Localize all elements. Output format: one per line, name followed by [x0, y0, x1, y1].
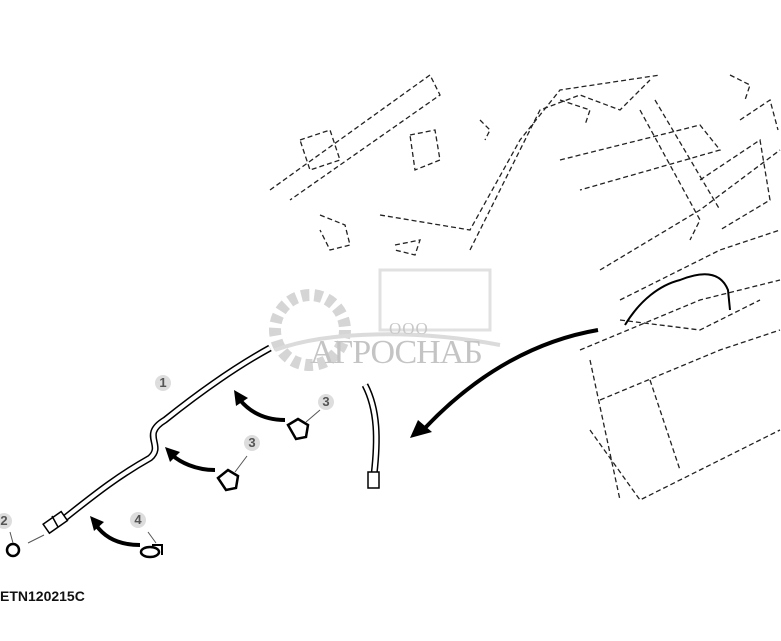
callout-1: 1	[155, 375, 171, 391]
location-arrow-head	[410, 420, 432, 438]
hose-end	[361, 383, 380, 489]
machine-frame	[269, 74, 781, 501]
watermark-logo	[269, 268, 501, 371]
callout-2: 2	[0, 513, 12, 529]
hose-fitting	[42, 510, 69, 535]
routed-hose	[624, 273, 731, 326]
hose-1	[57, 344, 272, 525]
figure-id: ETN120215C	[0, 588, 85, 604]
watermark-name: АГРОСНАБ	[310, 334, 483, 371]
location-arrow	[423, 328, 599, 430]
clip-4	[139, 531, 163, 559]
watermark-prefix: ООО	[389, 319, 429, 338]
clamp-3-lower	[216, 455, 248, 492]
callout-4: 4	[130, 512, 146, 528]
cap-2	[5, 531, 45, 558]
callout-3-upper: 3	[318, 394, 334, 410]
callout-3-lower: 3	[244, 435, 260, 451]
arrow-heads	[90, 390, 248, 531]
clamp-3-upper	[286, 409, 321, 441]
